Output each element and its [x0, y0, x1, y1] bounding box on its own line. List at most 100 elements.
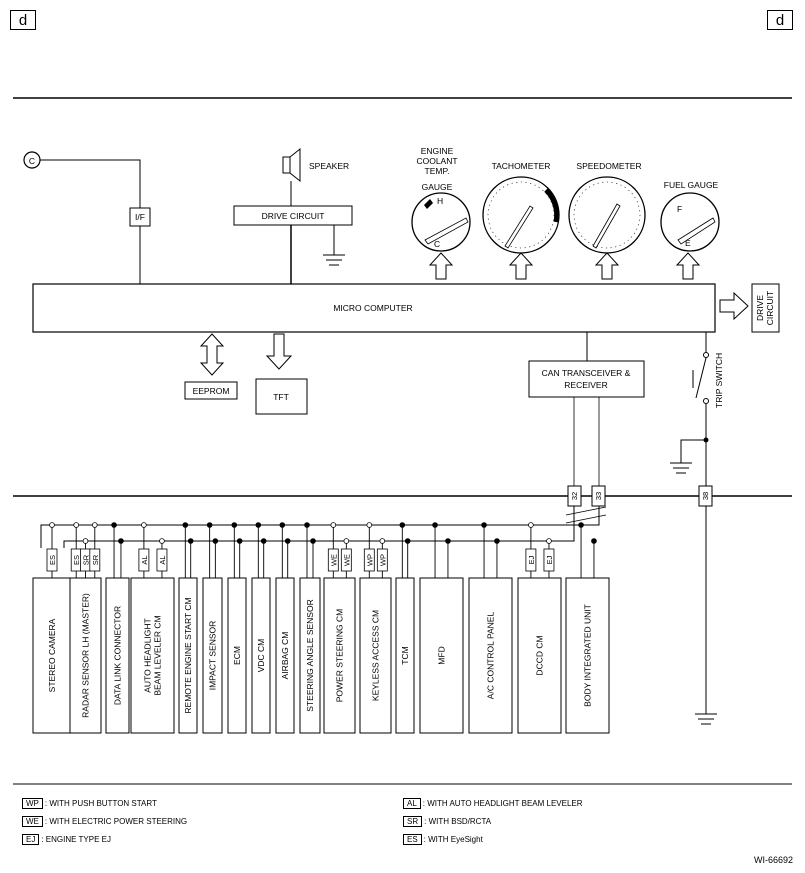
option-code-tag: SR: [91, 554, 100, 565]
module-label: KEYLESS ACCESS CM: [371, 610, 381, 701]
legend-item-wp: WP: WITH PUSH BUTTON START: [22, 798, 157, 809]
svg-text:SPEEDOMETER: SPEEDOMETER: [576, 161, 641, 171]
module-keyless-access-cm: WP WP KEYLESS ACCESS CM: [359, 522, 392, 734]
module-dccd-cm: EJ EJ DCCD CM: [517, 522, 562, 734]
micro-computer-label: MICRO COMPUTER: [333, 303, 412, 313]
drive-circuit-label: DRIVE CIRCUIT: [262, 211, 325, 221]
module-power-steering-cm: WE WE POWER STEERING CM: [323, 522, 356, 734]
module-label: AUTO HEADLIGHT: [143, 618, 153, 692]
speaker-label: SPEAKER: [309, 161, 349, 171]
drive-circuit-box: [233, 205, 353, 226]
module-label: MFD: [437, 646, 447, 664]
module-label: DATA LINK CONNECTOR: [113, 606, 123, 705]
tft-arrow: [265, 333, 293, 370]
option-code-tag: EJ: [545, 555, 554, 564]
option-code-tag: AL: [158, 555, 167, 564]
option-code-tag: WP: [365, 554, 374, 566]
svg-text:DRIVE: DRIVE: [755, 295, 765, 321]
eeprom-box: [184, 381, 238, 400]
micro-computer-box: [32, 283, 716, 333]
can-transceiver-box: [528, 360, 645, 398]
module-mfd: MFD: [419, 522, 464, 734]
tft-box: [255, 378, 308, 415]
module-label: A/C CONTROL PANEL: [486, 612, 496, 700]
option-code-tag: WE: [342, 554, 351, 566]
option-code-tag: WE: [329, 554, 338, 566]
if-label: I/F: [135, 212, 145, 222]
module-airbag-cm: AIRBAG CM: [275, 522, 295, 734]
arrow-to-drive-circuit: [719, 291, 749, 321]
svg-text:E: E: [685, 238, 691, 248]
option-code-tag: SR: [82, 554, 91, 565]
module-label: POWER STEERING CM: [335, 609, 345, 703]
ground-icon-2: [670, 462, 692, 474]
figure-id: WI-66692: [753, 855, 793, 865]
svg-text:RECEIVER: RECEIVER: [564, 380, 607, 390]
module-vdc-cm: VDC CM: [251, 522, 271, 734]
module-body-integrated-unit: BODY INTEGRATED UNIT: [565, 522, 610, 734]
legend-item-al: AL: WITH AUTO HEADLIGHT BEAM LEVELER: [403, 798, 583, 809]
page-tag-left: d: [10, 10, 36, 30]
svg-text:33: 33: [594, 492, 603, 500]
svg-text:32: 32: [570, 492, 579, 500]
arrows-to-gauges: [428, 252, 701, 280]
svg-text:CIRCUIT: CIRCUIT: [765, 291, 775, 325]
svg-text:CAN TRANSCEIVER &: CAN TRANSCEIVER &: [542, 368, 631, 378]
option-code-tag: EJ: [527, 555, 536, 564]
module-label: DCCD CM: [535, 635, 545, 675]
connector-c: C: [23, 151, 41, 169]
eeprom-arrow: [199, 333, 225, 376]
module-impact-sensor: IMPACT SENSOR: [202, 522, 223, 734]
legend-item-ej: EJ: ENGINE TYPE EJ: [22, 834, 111, 845]
svg-text:EEPROM: EEPROM: [193, 386, 230, 396]
svg-text:ENGINE: ENGINE: [421, 146, 454, 156]
ground-icon-3: [695, 713, 717, 725]
svg-text:C: C: [434, 239, 440, 249]
module-label: TCM: [400, 646, 410, 664]
trip-switch-contact: [695, 357, 707, 399]
module-ecm: ECM: [227, 522, 247, 734]
legend-item-we: WE: WITH ELECTRIC POWER STEERING: [22, 816, 187, 827]
svg-text:H: H: [437, 196, 443, 206]
ground-icon-1: [323, 254, 345, 266]
page-tag-right: d: [767, 10, 793, 30]
svg-text:TACHOMETER: TACHOMETER: [492, 161, 551, 171]
option-code-tag: AL: [140, 555, 149, 564]
svg-text:C: C: [29, 156, 35, 166]
svg-text:FUEL GAUGE: FUEL GAUGE: [664, 180, 719, 190]
speaker-icon: [282, 147, 301, 183]
legend-item-sr: SR: WITH BSD/RCTA: [403, 816, 491, 827]
svg-text:COOLANT: COOLANT: [416, 156, 457, 166]
module-tcm: TCM: [395, 522, 415, 734]
option-code-tag: ES: [72, 555, 81, 565]
module-label: BODY INTEGRATED UNIT: [583, 604, 593, 707]
tachometer-gauge: TACHOMETER: [482, 161, 560, 254]
module-label: STEERING ANGLE SENSOR: [305, 599, 315, 711]
drive-circuit-right-box: [751, 283, 780, 333]
module-label: VDC CM: [256, 639, 266, 673]
svg-text:TFT: TFT: [273, 392, 289, 402]
speedometer-gauge: SPEEDOMETER: [568, 161, 646, 254]
module-label: IMPACT SENSOR: [208, 621, 218, 691]
legend-item-es: ES: WITH EyeSight: [403, 834, 483, 845]
svg-text:GAUGE: GAUGE: [422, 182, 453, 192]
module-remote-engine-start-cm: REMOTE ENGINE START CM: [178, 522, 198, 734]
module-a-c-control-panel: A/C CONTROL PANEL: [468, 522, 513, 734]
option-code-tag: WP: [378, 554, 387, 566]
svg-text:F: F: [677, 204, 682, 214]
module-label: RADAR SENSOR LH (MASTER): [81, 593, 91, 718]
svg-text:38: 38: [701, 492, 710, 500]
trip-switch-label: TRIP SWITCH: [714, 353, 724, 408]
module-data-link-connector: DATA LINK CONNECTOR: [105, 522, 130, 734]
module-label: AIRBAG CM: [280, 632, 290, 680]
engine-coolant-gauge: ENGINE COOLANT TEMP. GAUGE H C: [411, 146, 471, 252]
fuel-gauge: FUEL GAUGE F E: [660, 180, 720, 252]
module-label: REMOTE ENGINE START CM: [183, 597, 193, 713]
module-label: BEAM LEVELER CM: [153, 615, 163, 695]
module-steering-angle-sensor: STEERING ANGLE SENSOR: [299, 522, 321, 734]
